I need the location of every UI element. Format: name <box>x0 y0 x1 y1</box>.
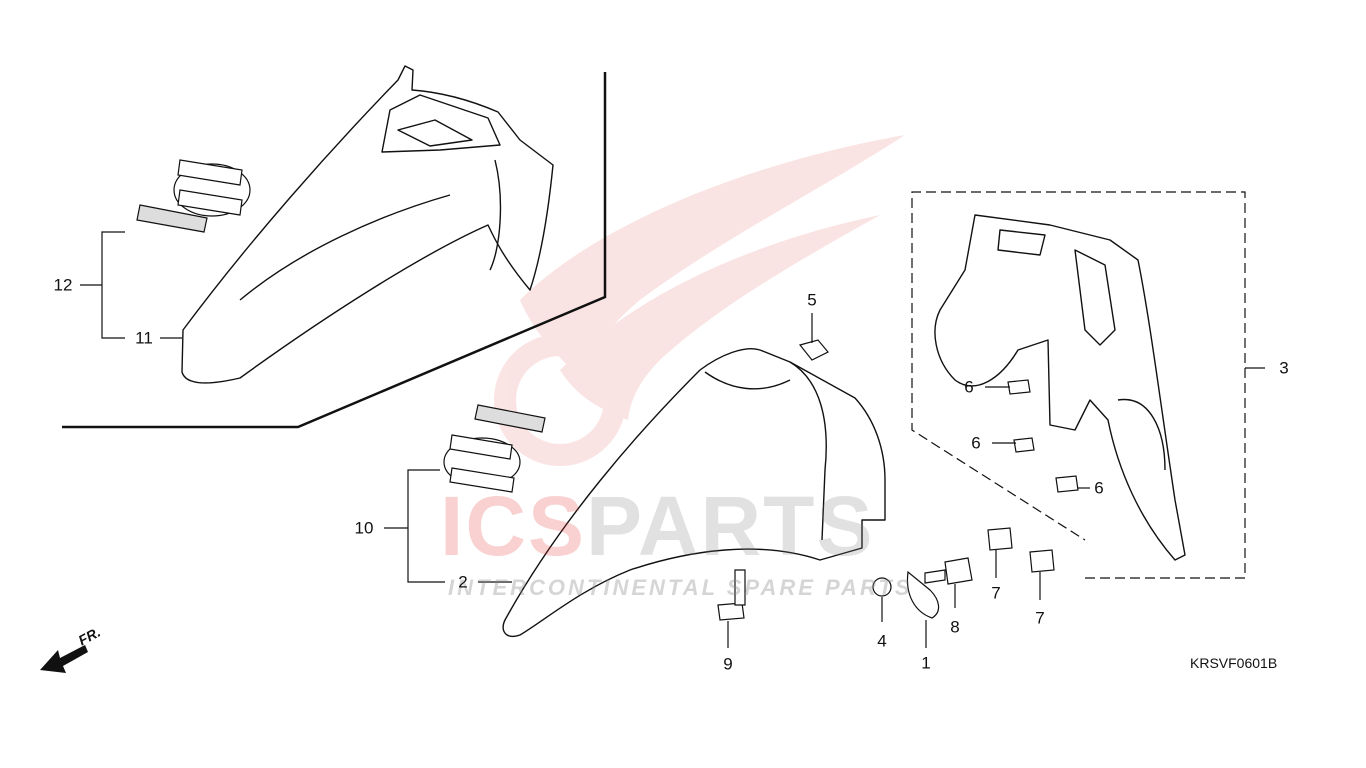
watermark-brand-red: ICS <box>440 479 587 573</box>
callout-10: 10 <box>354 518 374 538</box>
callout-1: 1 <box>921 653 931 673</box>
inset-decal-set <box>136 159 251 233</box>
callout-5: 5 <box>807 290 817 310</box>
callout-6: 6 <box>1094 478 1104 498</box>
callout-9: 9 <box>723 654 733 674</box>
callout-3: 3 <box>1279 358 1289 378</box>
watermark-tagline: INTERCONTINENTAL SPARE PARTS <box>448 575 913 600</box>
callout-7: 7 <box>991 583 1001 603</box>
inner-front-fender <box>934 214 1186 561</box>
callout-2: 2 <box>458 572 468 592</box>
main-decal-set <box>443 404 546 493</box>
main-front-fender <box>502 348 886 637</box>
watermark-brand: ICSPARTS <box>440 478 875 575</box>
fastener-hardware <box>717 379 1079 621</box>
callout-leader-lines <box>80 231 1265 648</box>
inner-fender-group-frame <box>911 191 1246 579</box>
callout-12: 12 <box>53 275 73 295</box>
callout-8: 8 <box>950 617 960 637</box>
inset-frame-line <box>62 72 607 429</box>
front-direction-arrow <box>40 645 88 673</box>
callout-11: 11 <box>135 328 153 348</box>
callout-6: 6 <box>964 377 974 397</box>
callout-7: 7 <box>1035 608 1045 628</box>
watermark-wing-logo <box>494 135 905 466</box>
clip-part-5 <box>798 339 829 361</box>
callout-4: 4 <box>877 631 887 651</box>
inset-front-fender <box>181 65 554 384</box>
watermark-brand-gray: PARTS <box>586 479 875 573</box>
diagram-code: KRSVF0601B <box>1190 655 1278 671</box>
callout-6: 6 <box>971 433 981 453</box>
